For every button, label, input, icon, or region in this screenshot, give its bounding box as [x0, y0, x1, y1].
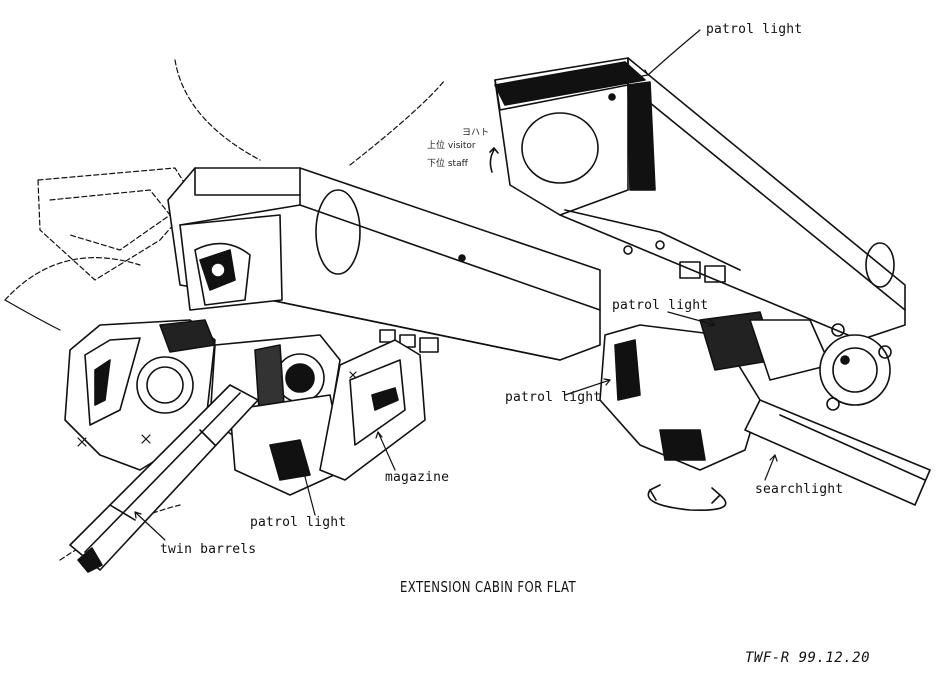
right-cabin-box — [494, 57, 906, 341]
label-magazine: magazine — [385, 470, 450, 485]
leader-lines — [134, 29, 778, 541]
note-line-3: 下位 staff — [427, 159, 468, 169]
label-patrol-light-left: patrol light — [250, 515, 347, 530]
label-patrol-light-right-upper: patrol light — [612, 298, 709, 313]
visitor-up-arrow — [489, 147, 499, 173]
cross-marks — [77, 371, 357, 447]
right-turret-body — [599, 311, 931, 506]
left-magazine — [319, 339, 426, 481]
label-patrol-light-top: patrol light — [706, 22, 803, 37]
note-line-2: 上位 visitor — [427, 141, 476, 151]
label-twin-barrels: twin barrels — [160, 542, 257, 557]
left-light-mount — [179, 214, 283, 311]
label-searchlight: searchlight — [755, 482, 844, 497]
label-patrol-light-right-side: patrol light — [505, 390, 602, 405]
drawing-title: EXTENSION CABIN FOR FLAT — [400, 578, 577, 596]
left-twin-barrels — [69, 384, 259, 573]
note-line-1: ヨハト — [462, 128, 490, 138]
artist-signature: TWF-R 99.12.20 — [745, 650, 871, 666]
rotation-arrow — [647, 484, 727, 512]
